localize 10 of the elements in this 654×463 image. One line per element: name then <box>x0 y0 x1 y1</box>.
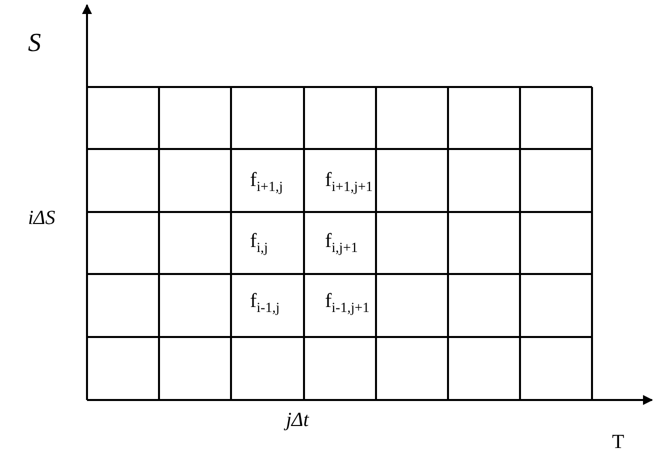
grid-value: f$_{i-1,j}$ <box>250 291 280 316</box>
grid-value: f$_{i+1,j}$ <box>250 170 283 195</box>
grid-value: f$_{i+1,j+1}$ <box>325 170 373 195</box>
tick-label: jΔt <box>286 410 309 430</box>
grid-value: f$_{i,j+1}$ <box>325 231 358 256</box>
axis-label: S <box>28 30 41 56</box>
grid-value: f$_{i,j}$ <box>250 231 268 256</box>
grid-value: f$_{i-1,j+1}$ <box>325 291 370 316</box>
axis-label: T <box>612 432 624 452</box>
tick-label: iΔS <box>28 208 56 228</box>
